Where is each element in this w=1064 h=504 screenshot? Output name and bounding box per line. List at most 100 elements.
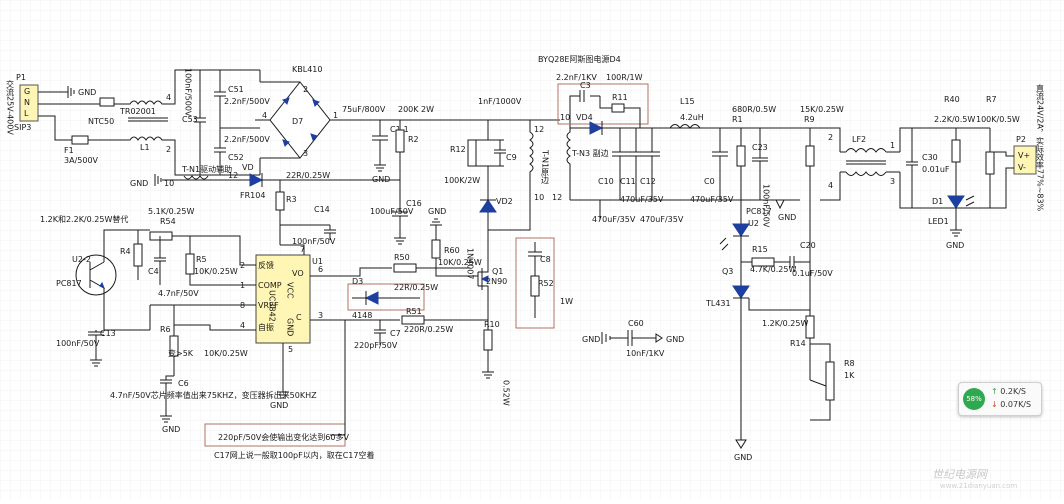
cap-c0: C0 470uF/35V <box>690 128 734 204</box>
pot-r8: R8 1K <box>809 343 855 421</box>
svg-text:2: 2 <box>828 133 833 142</box>
resistor-r6: R6 变>5K 10K/0.25W <box>160 305 256 376</box>
upload-speed-value: 0.2K/S <box>1000 387 1026 396</box>
svg-text:12: 12 <box>534 125 544 134</box>
svg-text:4: 4 <box>166 93 171 102</box>
svg-text:2.2nF/500V: 2.2nF/500V <box>224 135 270 144</box>
ic-gnd-label: GND <box>270 401 288 410</box>
svg-text:470uF/35V: 470uF/35V <box>592 215 636 224</box>
cap-c53: C53 100nF/500V <box>174 68 206 176</box>
svg-text:C53: C53 <box>182 115 198 124</box>
svg-text:5: 5 <box>288 345 293 354</box>
svg-text:C52: C52 <box>228 153 244 162</box>
svg-text:10: 10 <box>164 179 174 188</box>
svg-text:L1: L1 <box>140 143 150 152</box>
svg-text:P2: P2 <box>1016 135 1026 144</box>
optional-note: 1.2K和2.2K/0.25W替代 <box>40 214 128 224</box>
svg-text:10K/0.25W: 10K/0.25W <box>194 267 238 276</box>
network-speed-widget[interactable]: 58% ↑ 0.2K/S ↓ 0.07K/S <box>958 382 1042 416</box>
svg-text:NTC50: NTC50 <box>88 117 114 126</box>
svg-text:C7: C7 <box>390 329 401 338</box>
svg-text:变>5K: 变>5K <box>168 348 194 358</box>
svg-text:0.01uF: 0.01uF <box>922 165 950 174</box>
svg-text:UC3842: UC3842 <box>268 290 277 322</box>
svg-text:D1: D1 <box>932 197 943 206</box>
watermark-logo: 世纪电源网 <box>932 468 987 481</box>
svg-text:1: 1 <box>333 111 338 120</box>
svg-text:0.1uF/50V: 0.1uF/50V <box>792 269 833 278</box>
svg-text:KBL410: KBL410 <box>292 65 322 74</box>
sip3-label: SIP3 <box>14 123 31 132</box>
ntc50: NTC50 <box>88 97 115 126</box>
svg-text:4.7nF/50V: 4.7nF/50V <box>158 289 199 298</box>
svg-text:C11: C11 <box>620 177 636 186</box>
resistor-r15: R15 4.7K/0.25W C20 0.1uF/50V <box>741 241 833 278</box>
ground-g: GND <box>67 86 96 98</box>
svg-text:VCC: VCC <box>286 282 295 299</box>
snubber-r12-c9: 1nF/1000V R12 C9 100K/2W <box>444 97 530 185</box>
upload-speed: ↑ 0.2K/S <box>991 387 1026 396</box>
svg-text:470uF/35V: 470uF/35V <box>690 195 734 204</box>
svg-text:VD: VD <box>242 163 254 172</box>
svg-text:R40: R40 <box>944 95 960 104</box>
resistor-r40: R40 2.2K/0.5W <box>934 95 975 196</box>
svg-text:C20: C20 <box>800 241 816 250</box>
svg-text:GND: GND <box>428 207 446 216</box>
frequency-note: 4.7nF/50V芯片频率值出来75KHZ，变压器拆出来50KHZ <box>110 390 317 400</box>
svg-text:TR02001: TR02001 <box>119 107 156 116</box>
diode-vd2: VD2 1N4007 <box>466 176 513 279</box>
cap-c16: C16 100uF/50V <box>370 180 422 245</box>
svg-text:GND: GND <box>582 335 600 344</box>
cap-c14: C14 100nF/50V <box>280 205 336 246</box>
svg-text:10: 10 <box>534 193 544 202</box>
svg-text:100nF/500V: 100nF/500V <box>184 68 193 117</box>
svg-text:4.7K/0.25W: 4.7K/0.25W <box>750 265 796 274</box>
svg-text:C14: C14 <box>314 205 330 214</box>
svg-text:R4: R4 <box>120 247 131 256</box>
led-d1: D1 LED1 GND <box>928 195 975 250</box>
svg-text:U1: U1 <box>312 257 323 266</box>
svg-text:FR104: FR104 <box>240 191 265 200</box>
svg-text:1W: 1W <box>560 297 573 306</box>
svg-text:R12: R12 <box>450 145 466 154</box>
svg-text:Q1: Q1 <box>492 267 503 276</box>
svg-text:15K/0.25W: 15K/0.25W <box>800 105 844 114</box>
svg-text:680R/0.5W: 680R/0.5W <box>732 105 776 114</box>
svg-text:10K/0.25W: 10K/0.25W <box>204 349 248 358</box>
svg-text:470uF/35V: 470uF/35V <box>640 215 684 224</box>
svg-text:100K/0.5W: 100K/0.5W <box>976 115 1020 124</box>
svg-text:100R/1W: 100R/1W <box>606 73 643 82</box>
svg-text:D3: D3 <box>352 277 363 286</box>
svg-text:0.52W: 0.52W <box>502 380 511 406</box>
resistor-r1: R1 680R/0.5W <box>732 105 776 224</box>
resistor-r5: R5 10K/0.25W <box>185 236 256 286</box>
bridge-kbl410: KBL410 D7 4 1 2 3 <box>255 65 350 175</box>
svg-text:R6: R6 <box>160 325 171 334</box>
svg-text:T-N1原边: T-N1原边 <box>541 149 550 185</box>
resistor-r3: 22R/0.25W R3 <box>275 171 330 245</box>
svg-text:F1: F1 <box>64 146 74 155</box>
svg-text:R15: R15 <box>752 245 768 254</box>
svg-text:7: 7 <box>300 245 305 254</box>
svg-text:2: 2 <box>303 85 308 94</box>
svg-text:C3: C3 <box>580 81 591 90</box>
resistor-r54: R54 5.1K/0.25W <box>148 207 256 266</box>
resistor-r9: R9 15K/0.25W <box>800 105 844 310</box>
svg-text:R8: R8 <box>844 359 855 368</box>
svg-text:反馈: 反馈 <box>258 260 274 270</box>
svg-text:200K 2W: 200K 2W <box>398 105 434 114</box>
svg-text:3: 3 <box>303 149 308 158</box>
svg-text:C0: C0 <box>704 177 715 186</box>
vref-wire <box>149 304 256 330</box>
svg-text:R60: R60 <box>444 246 460 255</box>
svg-text:T-N3 副边: T-N3 副边 <box>571 148 609 158</box>
upload-arrow-icon: ↑ <box>991 387 998 396</box>
svg-text:TL431: TL431 <box>705 299 731 308</box>
svg-text:L15: L15 <box>680 97 695 106</box>
svg-text:C16: C16 <box>406 199 422 208</box>
pin-n-label: N <box>24 98 30 107</box>
svg-text:PC817: PC817 <box>746 207 772 216</box>
